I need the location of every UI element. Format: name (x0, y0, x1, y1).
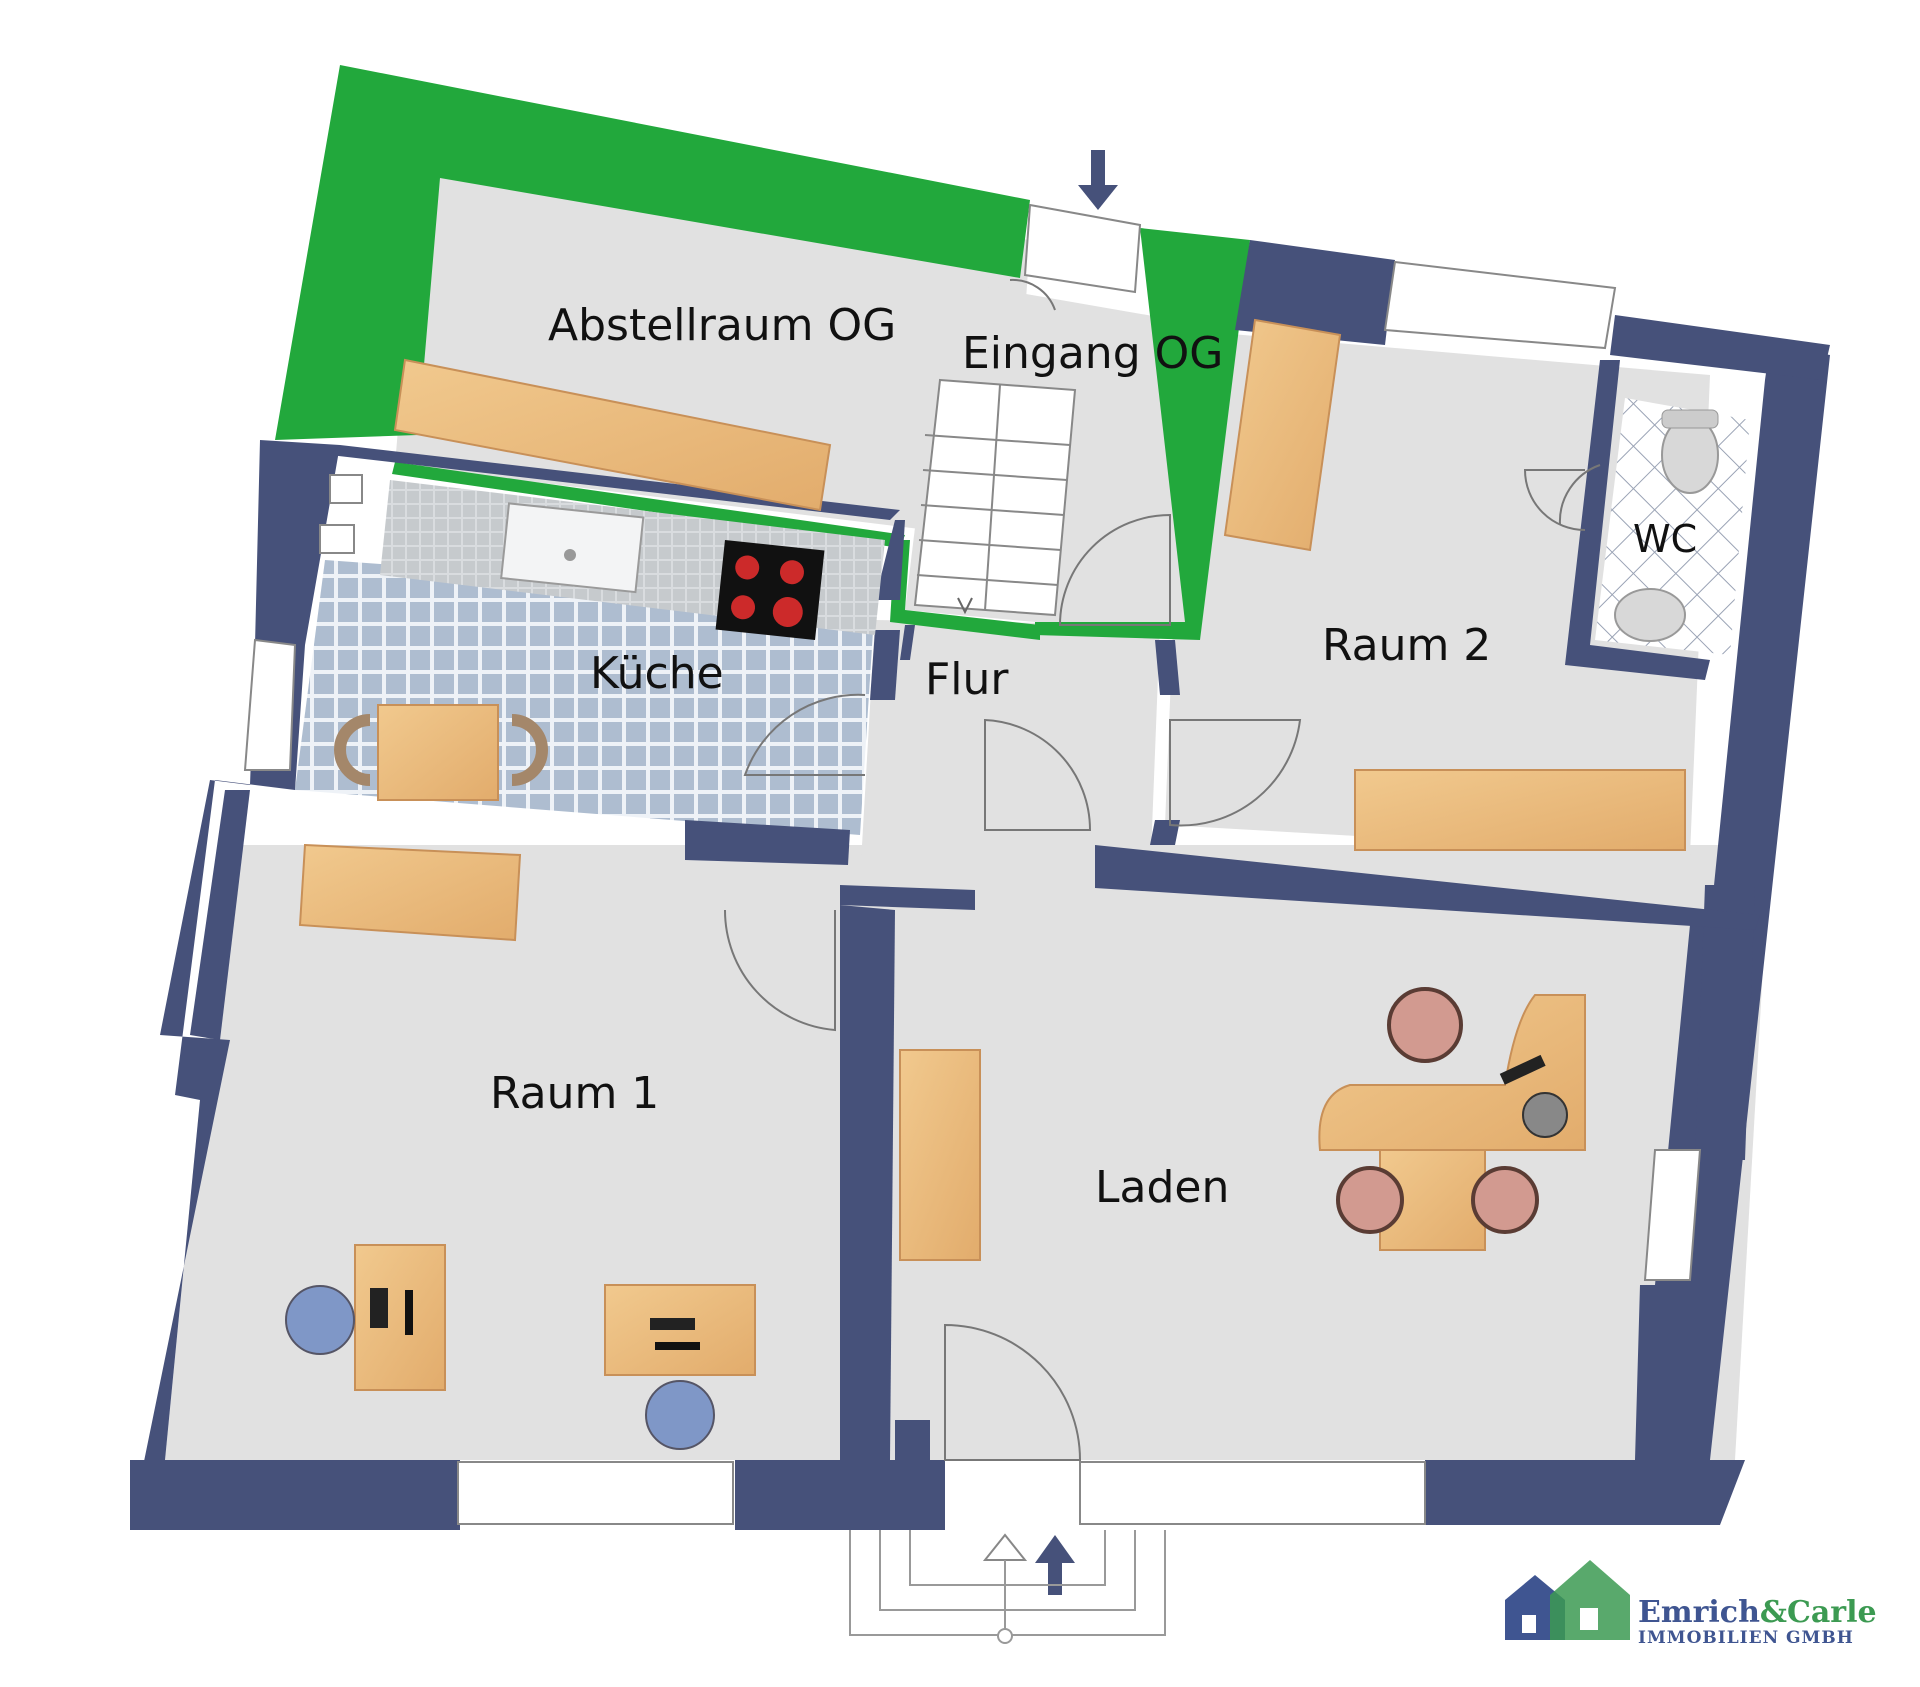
label-flur: Flur (925, 654, 1009, 705)
label-laden: Laden (1095, 1162, 1229, 1213)
green-highlight-band (392, 462, 905, 548)
green-highlight-upper (275, 65, 1030, 440)
entrance-steps (849, 1530, 1166, 1644)
windows (243, 203, 1702, 1525)
wc-sink-icon (1614, 588, 1686, 642)
sink-icon (500, 502, 645, 594)
laden-shelf (899, 1049, 981, 1261)
raum1-desk-right (604, 1284, 756, 1450)
raum2-shelf-top (1223, 318, 1342, 552)
chair-icon (1471, 1166, 1539, 1234)
chair-icon (1387, 987, 1463, 1063)
label-raum1: Raum 1 (490, 1068, 659, 1119)
logo-name-part1: Emrich (1638, 1595, 1760, 1630)
toilet-icon (1661, 409, 1719, 494)
stairs (913, 378, 1077, 617)
chair-icon (1336, 1166, 1404, 1234)
label-abstellraum: Abstellraum OG (548, 300, 896, 351)
green-highlight-right (1035, 228, 1250, 640)
laden-desk (1318, 987, 1586, 1251)
logo-name-part2: Carle (1787, 1595, 1877, 1630)
chair-icon (285, 1285, 355, 1355)
door-swings (723, 278, 1601, 1461)
computer-icon (1499, 1054, 1546, 1085)
green-highlight-stair (890, 540, 1040, 640)
cooktop-icon (715, 540, 825, 640)
kueche-table (334, 704, 548, 801)
logo-subtitle: IMMOBILIEN GMBH (1638, 1628, 1854, 1648)
entrance-arrow-icon (1078, 150, 1118, 210)
label-wc: WC (1633, 517, 1697, 561)
label-raum2: Raum 2 (1322, 620, 1491, 671)
label-kueche: Küche (590, 648, 724, 699)
label-eingang: Eingang OG (962, 328, 1223, 379)
raum2-shelf-bottom (1354, 769, 1686, 851)
house-logo-icon (1505, 1560, 1630, 1640)
abstellraum-shelf (393, 358, 832, 512)
company-logo: Emrich&Carle IMMOBILIEN GMBH (1505, 1560, 1877, 1648)
svg-text:Emrich&Carle: Emrich&Carle (1638, 1595, 1877, 1630)
chair-icon (645, 1380, 715, 1450)
raum1-shelf (298, 843, 522, 942)
logo-ampersand: & (1760, 1595, 1787, 1630)
raum1-desk-left (285, 1244, 446, 1391)
floor-flur (860, 620, 1160, 880)
sink-drain (564, 549, 576, 561)
